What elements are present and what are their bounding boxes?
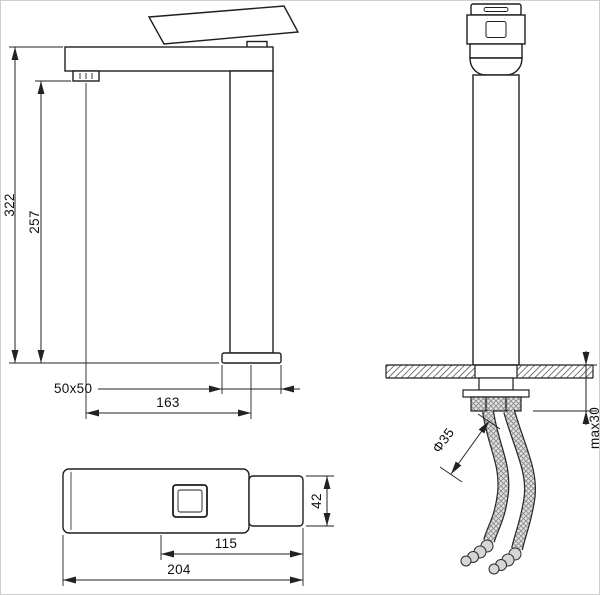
dim-handle-height-label: 42 xyxy=(309,493,324,509)
deck-hatch-left xyxy=(386,365,475,378)
top-view-lever xyxy=(248,475,304,527)
dim-hole-diameter-label: Φ35 xyxy=(429,425,457,455)
deck-hatch-right xyxy=(517,365,593,378)
side-view-dimensions xyxy=(439,351,597,483)
handle-slot xyxy=(483,7,509,12)
dim-total-length-label: 204 xyxy=(167,562,191,577)
mounting-washer xyxy=(462,389,530,398)
hose-right-fitting xyxy=(488,547,522,575)
hose-left-fitting xyxy=(460,539,494,567)
faucet-top-view xyxy=(62,468,304,534)
dim-base-size-label: 50x50 xyxy=(54,381,92,396)
base-plate xyxy=(221,352,282,364)
top-view-handle-body xyxy=(62,468,250,534)
faucet-front-view xyxy=(64,5,300,364)
handle-lever xyxy=(147,5,300,45)
hose-left-braid xyxy=(483,410,509,543)
mounting-hardware xyxy=(462,377,530,412)
mounting-nut xyxy=(470,396,522,412)
countertop-deck xyxy=(385,364,594,379)
top-view-dimensions xyxy=(62,475,334,586)
faucet-side-view xyxy=(466,3,526,366)
dim-lever-length-label: 115 xyxy=(215,536,237,551)
supply-hoses xyxy=(460,409,536,575)
aerator-lines xyxy=(79,73,93,79)
extension-line xyxy=(439,466,463,483)
dim-max-thickness-label: max30 xyxy=(587,407,600,449)
spout-collar xyxy=(469,57,523,76)
spout-body xyxy=(64,46,274,72)
dim-outlet-height-label: 257 xyxy=(27,210,42,233)
fitting-segment xyxy=(460,555,472,567)
top-view-button-inner xyxy=(177,489,203,513)
dim-spout-reach-label: 163 xyxy=(156,395,179,410)
column-side-view xyxy=(472,74,520,366)
front-view-dimensions xyxy=(9,46,300,419)
front-view-labels: 322 257 50x50 163 xyxy=(2,193,179,410)
hose-right-braid xyxy=(504,409,535,551)
dimension-line-phi35 xyxy=(450,420,490,475)
dim-total-height-label: 322 xyxy=(2,193,17,216)
handle-badge xyxy=(485,21,507,38)
fitting-segment xyxy=(488,563,500,575)
cartridge-housing xyxy=(469,43,523,59)
threaded-shank xyxy=(478,377,514,391)
faucet-column xyxy=(229,70,274,354)
top-view-labels: 42 115 204 xyxy=(167,493,324,577)
